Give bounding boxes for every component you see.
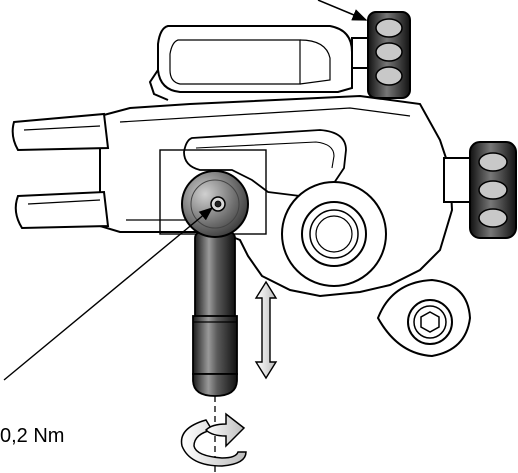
rotation-arrow-icon	[180, 412, 247, 467]
top-knob-pointer-arrow	[317, 0, 368, 21]
side-adjustment-knob	[443, 141, 517, 239]
body-slot-cutout	[159, 129, 347, 235]
torque-leader-line	[3, 207, 214, 381]
set-screw-disc	[181, 170, 249, 238]
main-body	[99, 94, 454, 298]
center-bushing	[281, 181, 387, 287]
hex-socket-icon	[420, 311, 440, 333]
left-clamp-prongs	[11, 112, 110, 230]
lower-screw-lobe	[376, 278, 472, 358]
adjustment-pin	[192, 231, 238, 397]
vertical-motion-arrow-icon	[254, 280, 278, 380]
top-adjustment-knob	[351, 11, 411, 99]
torque-value-label: 0,2 Nm	[0, 425, 65, 447]
upper-housing-block	[148, 25, 353, 101]
